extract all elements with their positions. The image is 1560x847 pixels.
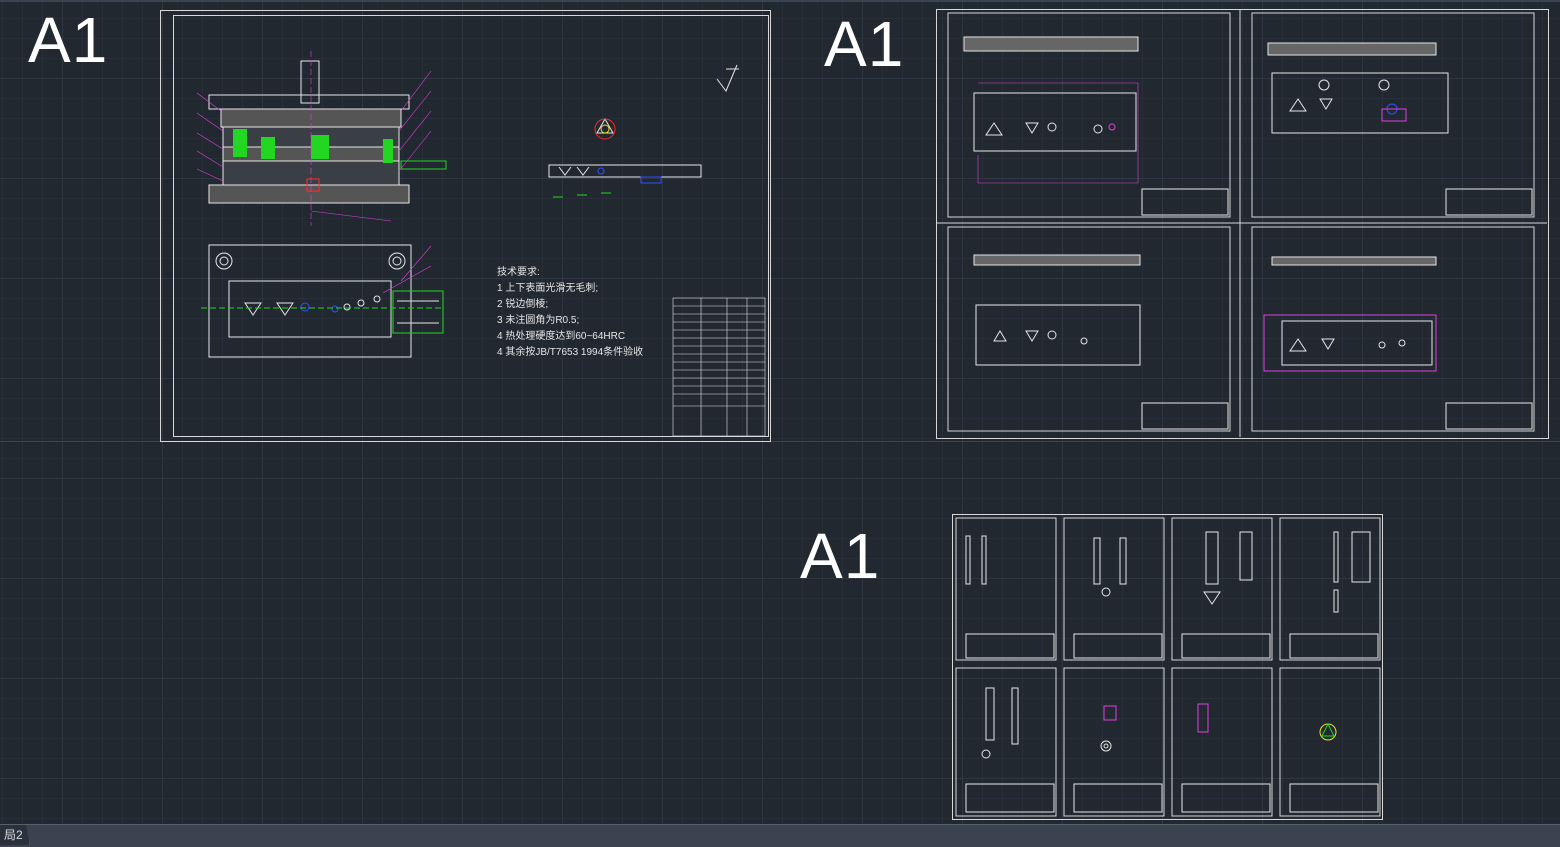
part-sheet-5 [955,667,1057,817]
plate-sheet-3 [947,226,1231,432]
part-sheet-3 [1171,517,1273,661]
die-front-section-view [196,51,447,226]
tech-requirement-2: 2 锐边倒棱; [497,299,549,310]
drawing-canvas[interactable]: A1 A1 A1 技术要求: 1 上下表面光滑无毛刺; 2 锐边倒棱; 3 未注… [0,0,1560,824]
sheet-size-label-plates: A1 [824,8,905,80]
tech-requirement-5: 4 其余按JB/T7653 1994条件验收 [497,347,644,358]
ucs-x-axis-line [0,441,1560,442]
die-plan-view [201,244,444,358]
assembly-drawing-graphics [196,51,766,437]
parts-list-table [672,297,766,437]
part-sheet-2 [1063,517,1165,661]
tech-requirement-1: 1 上下表面光滑无毛刺; [497,283,599,294]
plate-sheet-4 [1251,226,1535,432]
tech-requirement-3: 3 未注圆角为R0.5; [497,315,580,326]
canvas-top-border [0,0,1560,2]
part-sheet-6 [1063,667,1165,817]
technical-requirements: 技术要求: 1 上下表面光滑无毛刺; 2 锐边倒棱; 3 未注圆角为R0.5; … [497,265,643,361]
plate-sheet-2 [1251,12,1535,218]
plates-sheet-group[interactable] [936,9,1549,439]
roughness-symbol [716,64,739,92]
plates-sheet-graphics [936,9,1547,437]
plate-sheet-1 [947,12,1231,218]
part-sheet-8 [1279,667,1381,817]
strip-layout-view [548,164,702,198]
part-sheet-7 [1171,667,1273,817]
assembly-drawing-frame [173,15,769,437]
parts-sheet-graphics[interactable] [952,514,1383,820]
workpiece-view [594,117,616,140]
sheet-size-label-assembly: A1 [28,4,109,76]
layout-tab[interactable]: 局2 [0,825,30,845]
part-sheet-4 [1279,517,1381,661]
tech-requirements-heading: 技术要求: [497,267,540,278]
part-sheet-1 [955,517,1057,661]
sheet-size-label-parts: A1 [800,520,881,592]
tech-requirement-4: 4 热处理硬度达到60~64HRC [497,331,626,342]
layout-tabs-bar: 局2 [0,824,1560,847]
assembly-drawing-sheet[interactable]: 技术要求: 1 上下表面光滑无毛刺; 2 锐边倒棱; 3 未注圆角为R0.5; … [160,10,771,442]
